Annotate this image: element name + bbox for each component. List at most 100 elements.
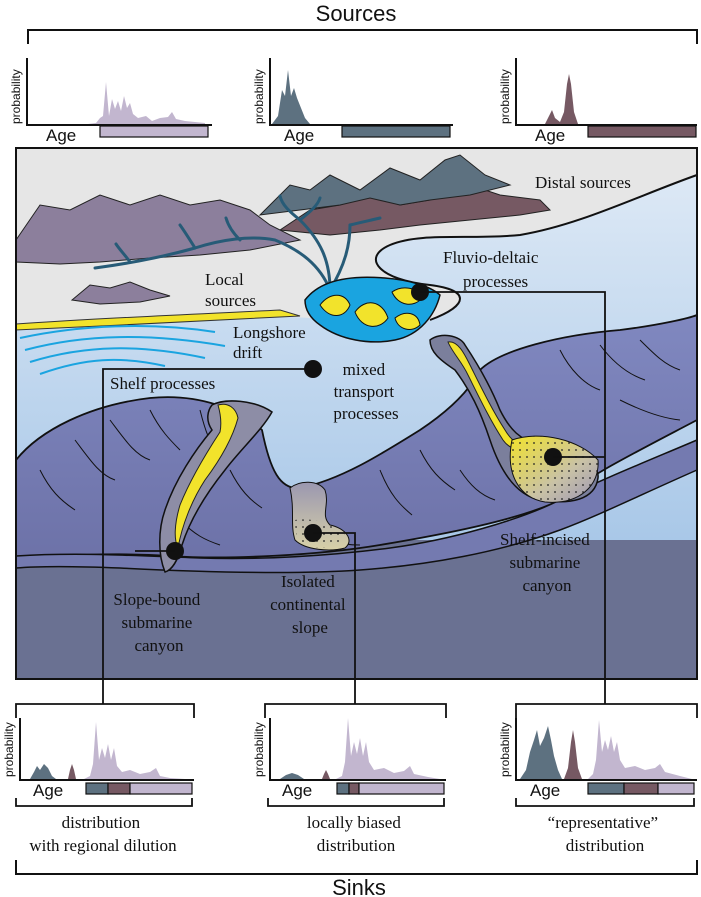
source-plot-regional: probability Age <box>252 58 453 145</box>
age-distribution-local <box>88 82 205 124</box>
slope-bound-canyon <box>159 400 273 573</box>
age-range-bar <box>85 782 193 795</box>
label-mixed-line: mixed <box>343 360 386 379</box>
age-distribution-regional <box>272 70 310 124</box>
plot-axes <box>515 718 697 781</box>
x-axis-label: Age <box>284 126 314 145</box>
y-axis-label: probability <box>252 722 266 777</box>
longshore-sand <box>15 309 301 331</box>
label-longshore-line: drift <box>233 343 263 362</box>
label-distal-sources: Distal sources <box>535 173 631 192</box>
plot-axes <box>19 718 194 781</box>
plot-axes <box>269 58 453 126</box>
regional-mountains <box>258 154 512 216</box>
y-axis-label: probability <box>498 69 512 124</box>
y-axis-label: probability <box>252 69 266 124</box>
label-mixed-line: transport <box>334 382 395 401</box>
age-distribution-distal <box>545 74 578 124</box>
label-shelf-incised-line: submarine <box>509 553 580 572</box>
y-axis-label: probability <box>498 722 512 777</box>
x-axis-label: Age <box>530 781 560 800</box>
sink-caption-line: “representative” <box>548 813 658 832</box>
age-range-bar-distal <box>587 125 697 138</box>
y-axis-label: probability <box>2 722 16 777</box>
sink-caption-line: distribution <box>566 836 645 855</box>
age-range-bar <box>336 782 445 795</box>
sink-plot-locally-biased: probability Age locally biased distribut… <box>252 703 447 855</box>
age-range-bar-local <box>99 125 209 138</box>
sink-bracket <box>15 703 195 718</box>
x-axis-label: Age <box>282 781 312 800</box>
age-distribution <box>68 764 76 779</box>
sink-bracket <box>264 703 447 718</box>
age-distribution <box>30 764 56 779</box>
label-shelf-incised-line: Shelf-incised <box>500 530 590 549</box>
label-slope-bound: Slope-bound submarine canyon <box>113 590 204 655</box>
plot-axes <box>269 718 446 781</box>
label-local-sources-line: Local <box>205 270 244 289</box>
caption-bracket <box>267 798 445 807</box>
label-mixed-line: processes <box>333 404 398 423</box>
label-shelf-processes: Shelf processes <box>110 374 215 393</box>
caption-bracket <box>515 798 695 807</box>
age-distribution <box>84 722 185 779</box>
sink-caption: distribution with regional dilution <box>29 813 177 855</box>
age-distribution <box>322 770 330 779</box>
label-longshore-line: Longshore <box>233 323 306 342</box>
fan-dots-right <box>510 436 599 503</box>
sources-title: Sources <box>316 1 397 26</box>
age-range-bar <box>587 782 695 795</box>
x-axis-label: Age <box>46 126 76 145</box>
label-fluvio-deltaic-line: processes <box>463 272 528 291</box>
label-isolated-line: slope <box>292 618 328 637</box>
label-shelf-incised: Shelf-incised submarine canyon <box>500 530 594 595</box>
diagram-frame <box>15 147 698 680</box>
sinks-title: Sinks <box>332 875 386 897</box>
label-isolated-line: Isolated <box>281 572 335 591</box>
label-mixed-transport: mixed transport processes <box>333 360 398 423</box>
sink-caption-line: with regional dilution <box>29 836 177 855</box>
sink-caption-line: distribution <box>317 836 396 855</box>
x-axis-label: Age <box>33 781 63 800</box>
connector-lines <box>102 291 606 704</box>
label-local-sources-line: sources <box>205 291 256 310</box>
delta-sand-bars <box>319 287 423 330</box>
label-isolated-slope: Isolated continental slope <box>270 572 350 637</box>
plot-axes <box>26 58 212 126</box>
label-slope-bound-line: Slope-bound <box>113 590 200 609</box>
source-plot-local: probability Age <box>9 58 212 145</box>
longshore-drift-lines <box>19 325 226 375</box>
caption-bracket <box>15 798 193 807</box>
age-range-bar-regional <box>341 125 451 138</box>
local-hills <box>70 281 171 305</box>
local-mountains <box>15 194 302 265</box>
label-slope-bound-line: submarine <box>121 613 192 632</box>
age-distribution <box>564 730 582 779</box>
sink-caption-line: locally biased <box>307 813 401 832</box>
sink-caption-line: distribution <box>62 813 141 832</box>
sink-caption: “representative” distribution <box>548 813 663 855</box>
y-axis-label: probability <box>9 69 23 124</box>
block-diagram: Distal sources Local sources Fluvio-delt… <box>15 147 698 704</box>
label-fluvio-deltaic-line: Fluvio-deltaic <box>443 248 539 267</box>
label-slope-bound-line: canyon <box>134 636 184 655</box>
land <box>16 148 697 325</box>
sink-plot-regional-dilution: probability Age distribution with region… <box>2 703 195 855</box>
age-distribution <box>280 773 304 779</box>
age-distribution <box>336 718 440 779</box>
sink-bracket <box>515 703 698 718</box>
coastline <box>375 174 698 321</box>
source-plot-distal: probability Age <box>498 58 697 145</box>
sink-caption: locally biased distribution <box>307 813 405 855</box>
label-isolated-line: continental <box>270 595 346 614</box>
x-axis-label: Age <box>535 126 565 145</box>
label-shelf-incised-line: canyon <box>522 576 572 595</box>
sinks-bracket <box>15 860 698 875</box>
plot-axes <box>515 58 697 126</box>
age-distribution <box>588 720 692 779</box>
age-distribution <box>520 726 562 779</box>
sink-plot-representative: probability Age “representative” distrib… <box>498 703 698 855</box>
label-local-sources: Local sources <box>205 270 256 310</box>
label-longshore-drift: Longshore drift <box>233 323 310 362</box>
